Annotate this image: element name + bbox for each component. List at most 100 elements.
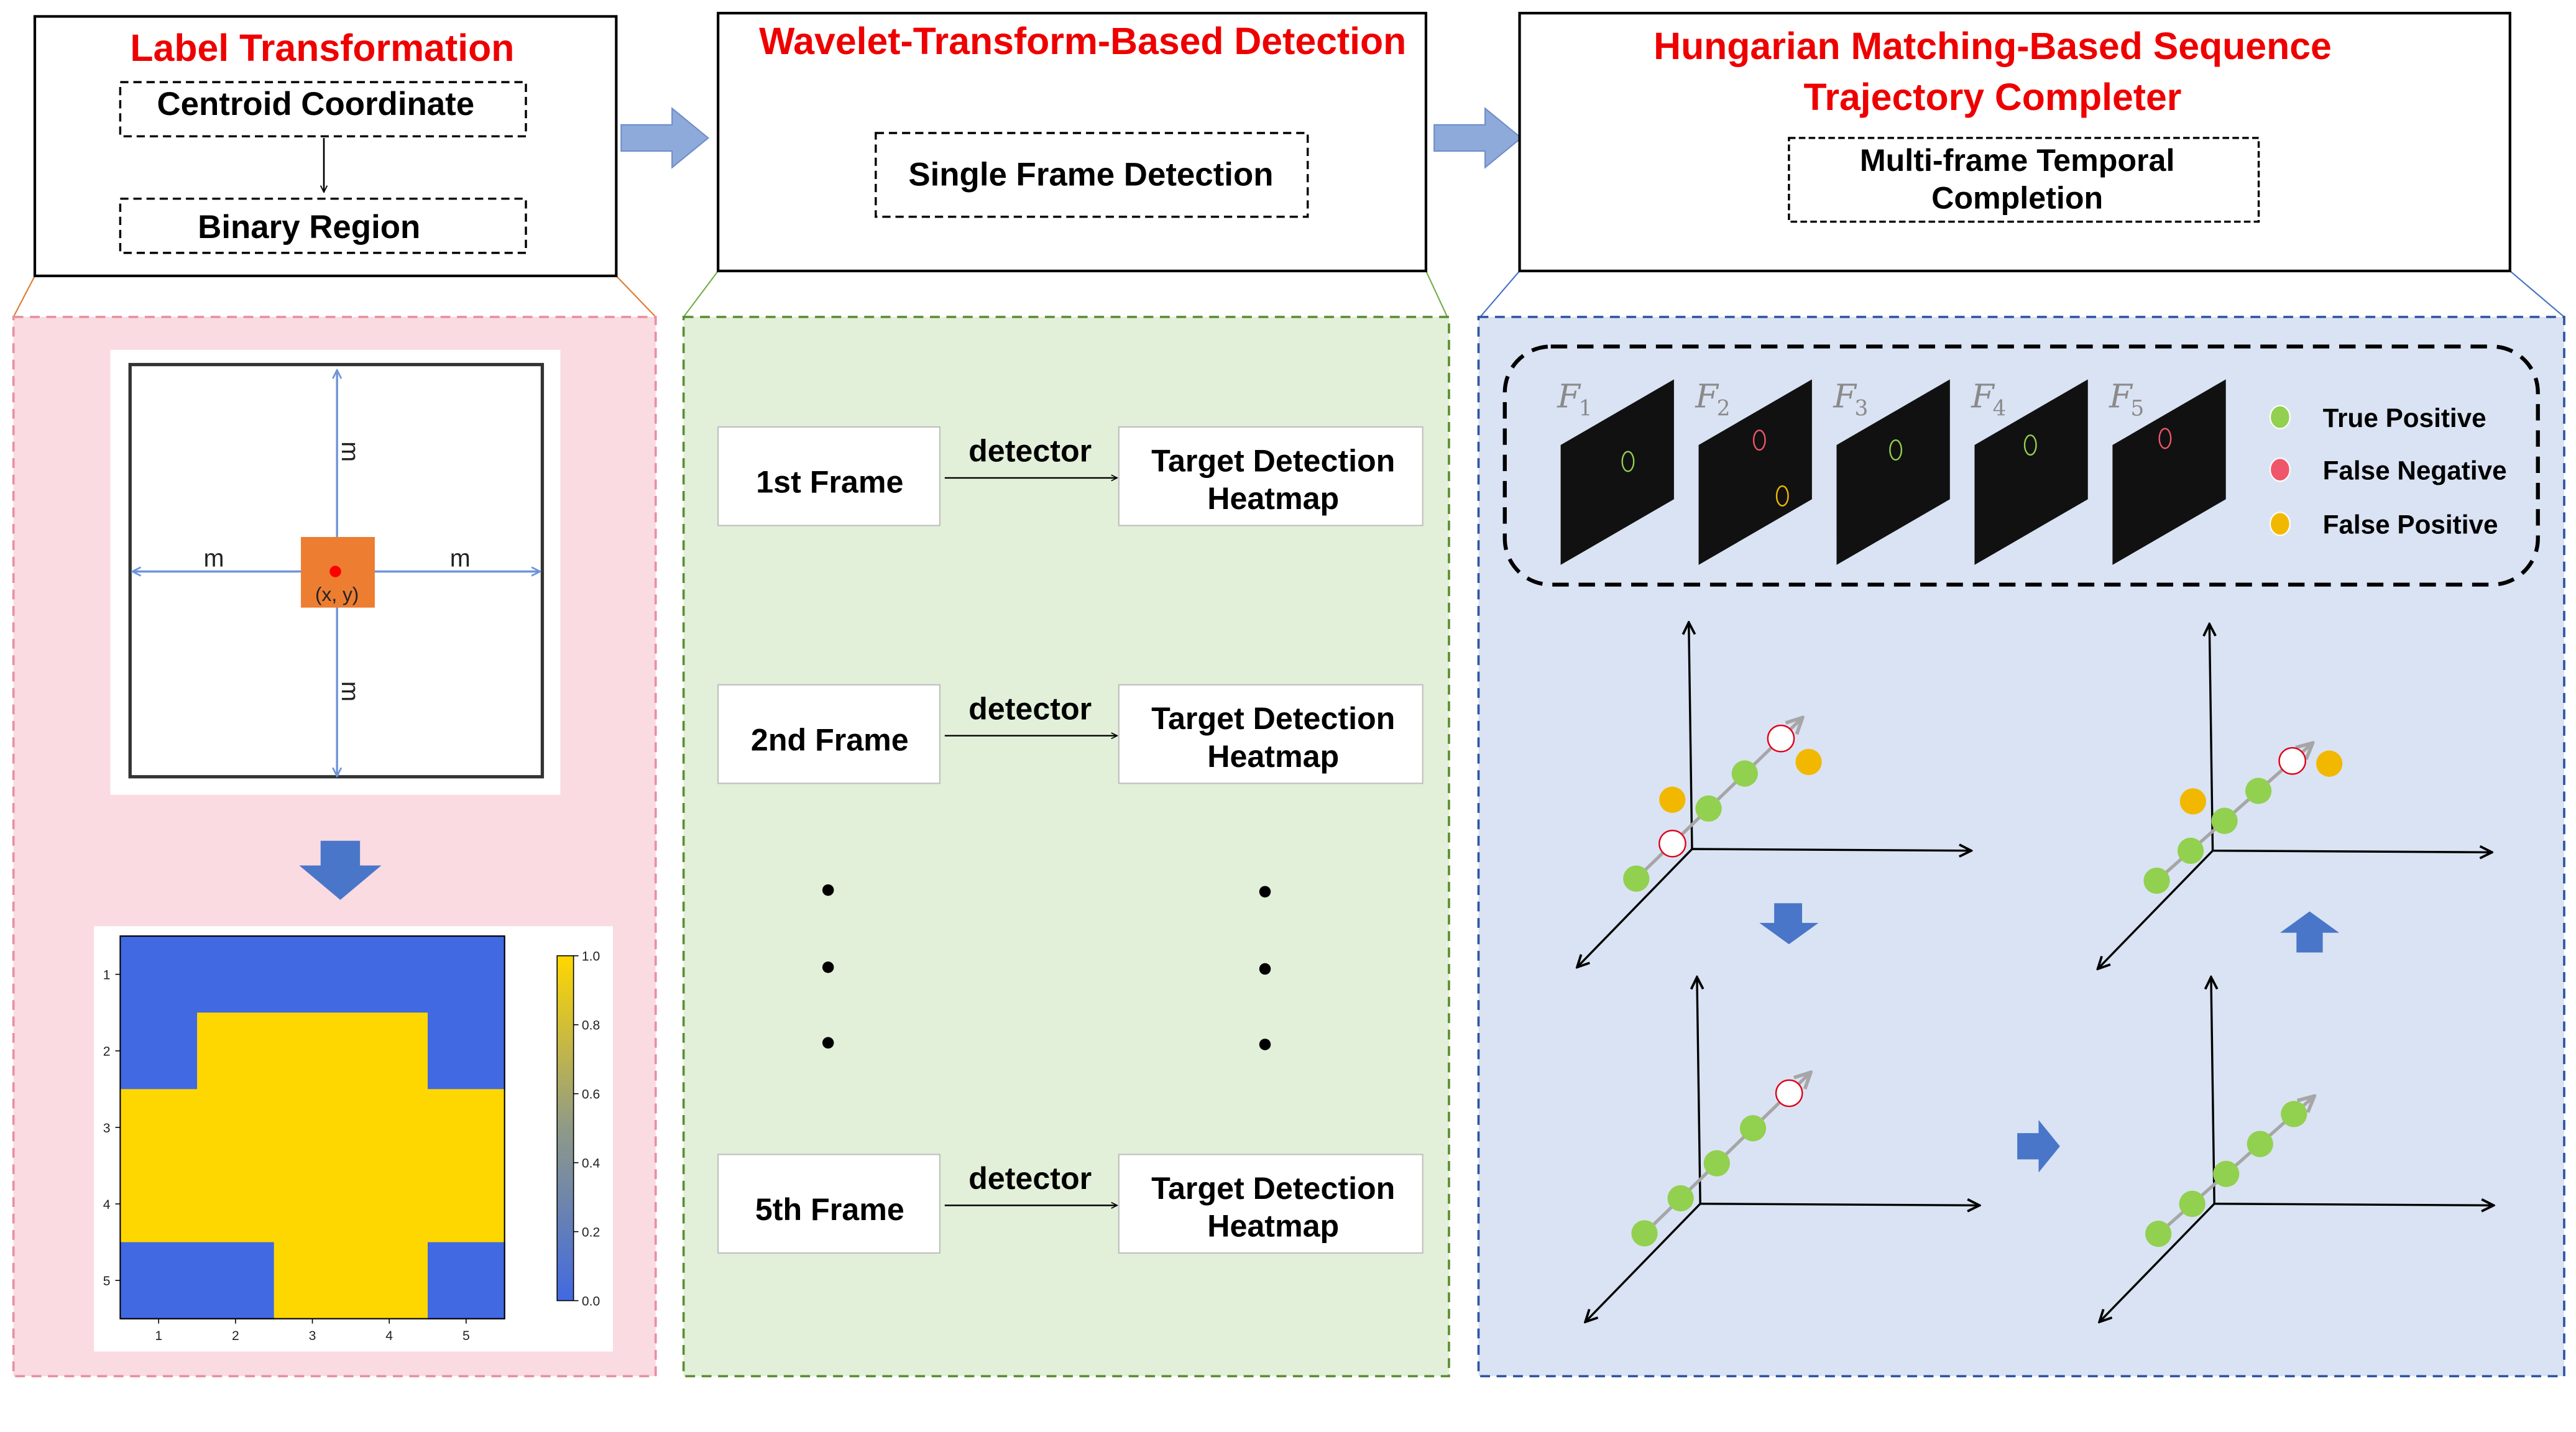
frame-plane [1698, 379, 1812, 565]
target-marker-fn [2158, 428, 2172, 449]
frame-box [717, 1154, 941, 1254]
frame-name: F [1971, 377, 1995, 415]
frame-4: F4 [1971, 377, 2088, 565]
down-block-arrow-icon [1759, 903, 1819, 945]
frame-plane [2112, 379, 2226, 565]
y-tick-label: 3 [103, 1121, 111, 1136]
trajectory-plot-filtered [1585, 977, 1979, 1322]
frame-box [717, 684, 941, 784]
up-block-arrow-icon [2279, 911, 2340, 953]
heatmap-cell [274, 936, 352, 1014]
heatmap-cell [274, 1012, 352, 1090]
heatmap-cell [120, 936, 198, 1014]
target-marker-tp [1621, 451, 1635, 472]
down-block-arrow-icon [299, 840, 382, 900]
heatmap-cell [351, 936, 429, 1014]
y-axis [2209, 624, 2212, 851]
trajectory-point-tp [2179, 1190, 2206, 1218]
off-track-point-fp [1795, 748, 1822, 776]
colorbar-tick-label: 0.8 [582, 1019, 600, 1033]
colorbar-tick-label: 0.0 [582, 1295, 600, 1309]
detector-label: detector [968, 1161, 1092, 1196]
output-label-line-1: Target Detection [1151, 1171, 1395, 1206]
x-tick-label: 4 [385, 1329, 393, 1343]
y-axis [2211, 977, 2214, 1204]
flow-arrow-icon [1433, 107, 1522, 169]
z-axis [1577, 848, 1693, 967]
stage-title: Label Transformation [130, 27, 514, 69]
heatmap-cell [120, 1165, 198, 1243]
heatmap-cell [428, 1089, 505, 1167]
detector-label: detector [968, 433, 1092, 468]
margin-label-left: m [203, 545, 224, 572]
stage-box-hungarian-completer: Hungarian Matching-Based Sequence Trajec… [1518, 12, 2511, 273]
ellipsis-dot [822, 884, 834, 896]
stage-title: Wavelet-Transform-Based Detection [759, 20, 1406, 62]
frame-2: F2 [1695, 377, 1812, 565]
y-axis [1689, 622, 1692, 850]
legend-item-fn: False Negative [2269, 456, 2507, 485]
trajectory-plot-completed [2099, 977, 2493, 1322]
stage-box-wavelet-detection: Wavelet-Transform-Based Detection Single… [717, 12, 1428, 273]
heatmap-cell [428, 936, 505, 1014]
centroid-diagram: (x, y) m m m m [110, 349, 561, 795]
y-tick-label: 1 [103, 968, 111, 983]
ellipsis-dot [1259, 1039, 1271, 1050]
frame-name: F [1833, 377, 1857, 415]
margin-label-bottom: m [336, 681, 364, 702]
x-axis [1700, 1204, 1979, 1206]
trajectory-plot-matched [2098, 624, 2492, 969]
colorbar-tick-label: 1.0 [582, 950, 600, 964]
y-tick-label: 4 [103, 1198, 111, 1212]
step-label-binary: Binary Region [198, 209, 420, 246]
x-axis [2212, 851, 2492, 853]
heatmap-cell [351, 1012, 429, 1090]
step-label-line-2: Completion [1931, 181, 2103, 216]
flow-arrow-icon [620, 107, 709, 169]
frame-box [717, 426, 941, 526]
trajectory-point-tp [2143, 867, 2170, 894]
heatmap-cells [120, 936, 505, 1320]
ellipsis-dot [1259, 963, 1271, 975]
stage-box [33, 15, 618, 278]
stage-title-line-2: Trajectory Completer [1804, 76, 2182, 118]
trajectory-point-tp [1631, 1220, 1658, 1247]
heatmap-output-box [1118, 426, 1424, 526]
heatmap-cell [351, 1165, 429, 1243]
trajectory-point-tp [2245, 778, 2272, 804]
trajectory-point-fn [1767, 724, 1795, 753]
trajectory-plots [1577, 622, 2493, 1322]
frame-label: 1st Frame [756, 465, 903, 500]
frame-index: 4 [1993, 396, 2007, 421]
frame-index: 5 [2130, 396, 2144, 421]
trajectory-plot-raw [1577, 622, 1971, 967]
x-axis [2214, 1204, 2493, 1206]
output-label-line-2: Heatmap [1207, 1209, 1339, 1244]
frame-5: F5 [2109, 377, 2226, 565]
step-box [875, 132, 1309, 218]
legend-swatch-icon [2269, 512, 2291, 536]
frame-name: F [2109, 377, 2133, 415]
z-axis [2098, 850, 2214, 969]
legend-item-fp: False Positive [2269, 510, 2498, 539]
legend-swatch-icon [2269, 457, 2291, 482]
centroid-dot [329, 566, 341, 577]
heatmap-cell [197, 1242, 275, 1320]
connector-right-2 [2509, 270, 2565, 318]
x-tick-label: 1 [155, 1329, 162, 1343]
colorbar [556, 955, 574, 1301]
trajectory-point-tp [1695, 795, 1722, 822]
target-marker-tp [2023, 434, 2037, 456]
connector-left-2 [615, 275, 656, 318]
centroid-label: (x, y) [315, 583, 359, 605]
heatmap-cell [274, 1089, 352, 1167]
step-box [119, 81, 527, 138]
x-tick-label: 5 [462, 1329, 470, 1343]
off-track-point-fp [1659, 786, 1686, 813]
heatmap-cell [351, 1089, 429, 1167]
